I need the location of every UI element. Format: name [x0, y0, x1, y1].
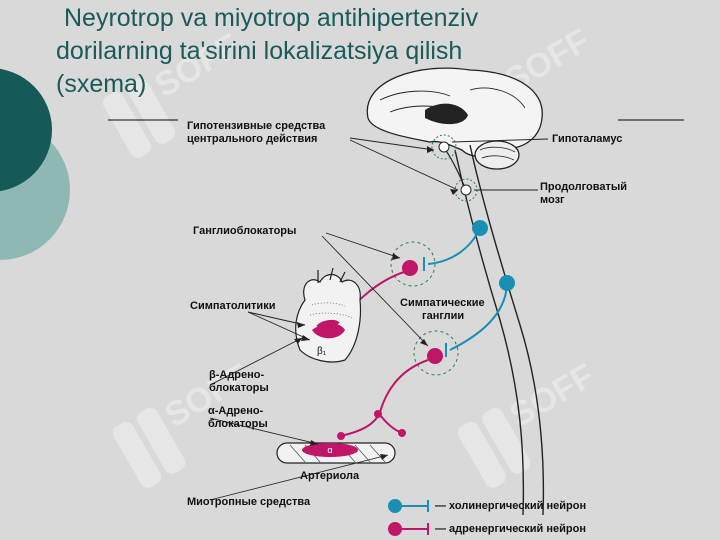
label-medulla: Продолговатый мозг — [540, 181, 628, 206]
brainstem — [443, 147, 467, 191]
label-beta-blockers: β-Адрено- блокаторы — [209, 369, 269, 394]
arteriole-illustration — [276, 442, 396, 464]
cholinergic-neuron-2 — [499, 275, 515, 291]
pointer-central-2 — [349, 139, 459, 191]
slide-title: Neyrotrop va miyotrop antihipertenziv do… — [56, 2, 616, 101]
label-central: Гипотензивные средства центрального дейс… — [187, 120, 326, 145]
label-ganglioblockers: Ганглиоблокаторы — [193, 225, 297, 237]
ganglion-site-1 — [390, 241, 436, 287]
label-hypothalamus: Гипоталамус — [552, 133, 623, 145]
pointer-ganglio-2 — [321, 235, 429, 347]
title-line-3: (sxema) — [56, 70, 147, 98]
pointer-ganglio-1 — [325, 232, 401, 259]
pointer-myotropic — [209, 454, 389, 501]
pointer-central-1 — [349, 137, 435, 151]
legend-adrenergic-symbol — [388, 522, 429, 536]
heart-illustration — [295, 267, 362, 363]
pointer-sympatholytic-1 — [247, 311, 306, 326]
legend-cholinergic: — холинергический нейрон — [435, 500, 587, 512]
adrenergic-fiber-2 — [339, 359, 429, 437]
deco-circle-dark — [0, 68, 52, 192]
alpha-label: α — [327, 445, 332, 455]
label-ganglia: Симпатические ганглии — [400, 297, 485, 322]
adrenergic-varicosity-2 — [337, 432, 345, 440]
medulla-node — [460, 184, 472, 196]
alpha-receptor — [302, 443, 358, 457]
hypothalamus-site — [431, 134, 457, 160]
hypothalamus-node — [438, 141, 450, 153]
adrenergic-branch — [379, 414, 401, 433]
brain-illustration — [366, 67, 543, 170]
pointer-lines — [209, 137, 549, 501]
cholinergic-fiber-2 — [449, 284, 508, 351]
beta1-label: β₁ — [317, 346, 327, 357]
pointer-hypothalamus — [451, 138, 549, 143]
legend-cholinergic-symbol — [388, 499, 429, 513]
adrenergic-neuron-1 — [402, 260, 418, 276]
cholinergic-neuron-1 — [472, 220, 488, 236]
adrenergic-varicosity-3 — [398, 429, 406, 437]
spinal-cord-right — [469, 144, 545, 516]
spinal-cord-left — [454, 149, 525, 516]
svg-text:SOFF: SOFF — [503, 357, 601, 435]
label-alpha-blockers: α-Адрено- блокаторы — [208, 405, 268, 430]
title-line-2: dorilarning ta'sirini lokalizatsiya qili… — [56, 37, 463, 65]
pointer-beta — [209, 337, 303, 386]
pointer-sympatholytic-2 — [247, 311, 311, 341]
legend-adrenergic: — адренергический нейрон — [435, 523, 586, 535]
pointer-alpha — [209, 417, 319, 445]
adrenergic-neuron-2 — [427, 348, 443, 364]
ganglion-site-2 — [413, 330, 459, 376]
adrenergic-varicosity-1 — [374, 410, 382, 418]
title-line-1: Neyrotrop va miyotrop antihipertenziv — [64, 4, 479, 32]
label-myotropic: Миотропные средства — [187, 496, 311, 508]
arrowheads — [294, 146, 458, 460]
label-sympatholytics: Симпатолитики — [190, 300, 276, 312]
label-arteriole: Артериола — [300, 470, 360, 482]
cholinergic-fiber-1 — [427, 227, 481, 265]
